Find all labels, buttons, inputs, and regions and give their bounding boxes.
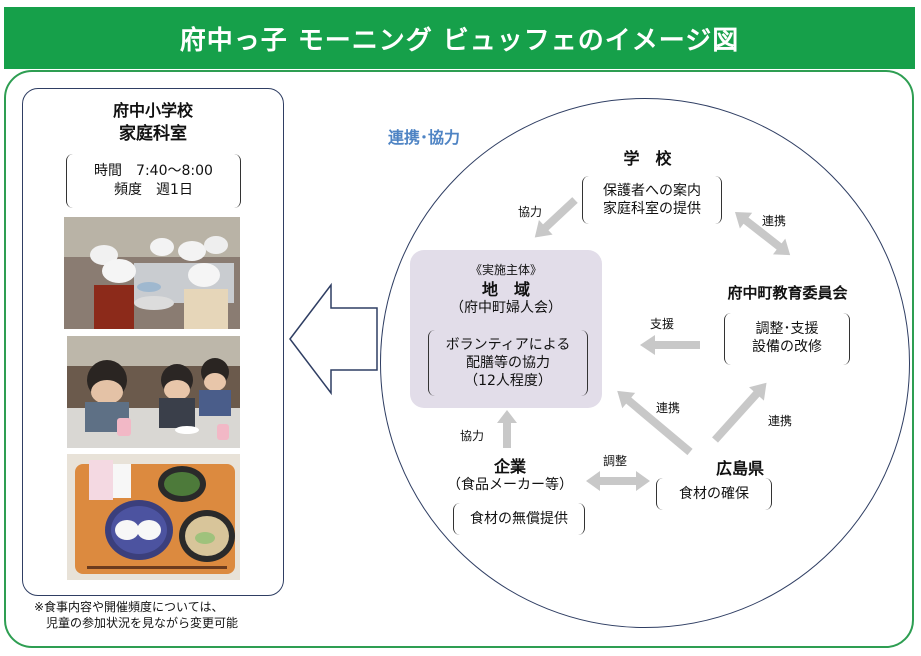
label-school-board: 連携 (762, 214, 787, 228)
arrow-pref-to-board (712, 382, 767, 443)
schedule-bracket (66, 154, 241, 208)
cooperation-label: 連携･協力 (388, 128, 461, 147)
board-line2: 設備の改修 (752, 339, 822, 355)
label-company-pref: 調整 (603, 454, 628, 468)
left-arrow-icon (289, 282, 378, 396)
school-name: 学 校 (623, 149, 672, 168)
label-board-to-center: 支援 (650, 317, 675, 331)
page-title: 府中っ子 モーニング ビュッフェのイメージ図 (4, 7, 915, 69)
center-desc-bracket (428, 330, 588, 396)
outer-frame (4, 70, 914, 648)
prefecture-name: 広島県 (715, 459, 764, 478)
arrow-pref-to-center (617, 390, 693, 456)
schedule-frequency: 頻度 週1日 (114, 182, 193, 198)
venue-name-line1: 府中小学校 (112, 101, 193, 120)
cooperation-circle (380, 98, 910, 628)
arrow-school-board (735, 212, 791, 256)
arrow-board-to-center (640, 335, 700, 355)
school-line1: 保護者への案内 (603, 183, 701, 199)
board-bracket (724, 313, 850, 365)
label-company-to-center: 協力 (460, 429, 485, 443)
venue-name-line2: 家庭科室 (119, 124, 187, 144)
school-bracket (582, 176, 722, 224)
schedule-time: 時間 7:40〜8:00 (94, 163, 213, 179)
arrow-company-pref (586, 471, 650, 491)
center-organization-box (410, 250, 602, 408)
cooking-photo (64, 217, 240, 329)
eating-photo (67, 336, 240, 448)
label-school-to-center: 協力 (518, 205, 543, 219)
arrow-school-to-center (534, 197, 578, 238)
prefecture-bracket (656, 478, 772, 510)
meal-tray-photo (67, 454, 240, 580)
company-sub: （食品メーカー等） (447, 477, 573, 493)
label-pref-to-center: 連携 (656, 401, 681, 415)
school-line2: 家庭科室の提供 (603, 201, 701, 217)
arrow-company-to-center (497, 410, 517, 448)
center-name: 地 域 (481, 280, 530, 299)
board-name: 府中町教育委員会 (727, 284, 848, 302)
center-desc-line1: ボランティアによる (445, 337, 571, 353)
label-pref-to-board: 連携 (768, 414, 793, 428)
company-name: 企業 (493, 457, 526, 476)
center-desc-line2: 配膳等の協力 (466, 355, 550, 371)
center-tag: 《実施主体》 (469, 263, 542, 277)
note-line-1: ※食事内容や開催頻度については、 (34, 600, 224, 614)
board-line1: 調整･支援 (755, 321, 819, 337)
center-sub: （府中町婦人会） (450, 300, 562, 316)
note-line-2: 児童の参加状況を見ながら変更可能 (46, 616, 239, 630)
company-line1: 食材の無償提供 (470, 511, 568, 527)
venue-panel (22, 88, 284, 596)
prefecture-line1: 食材の確保 (679, 486, 749, 502)
center-desc-line3: （12人程度） (464, 373, 552, 389)
company-bracket (453, 503, 585, 535)
